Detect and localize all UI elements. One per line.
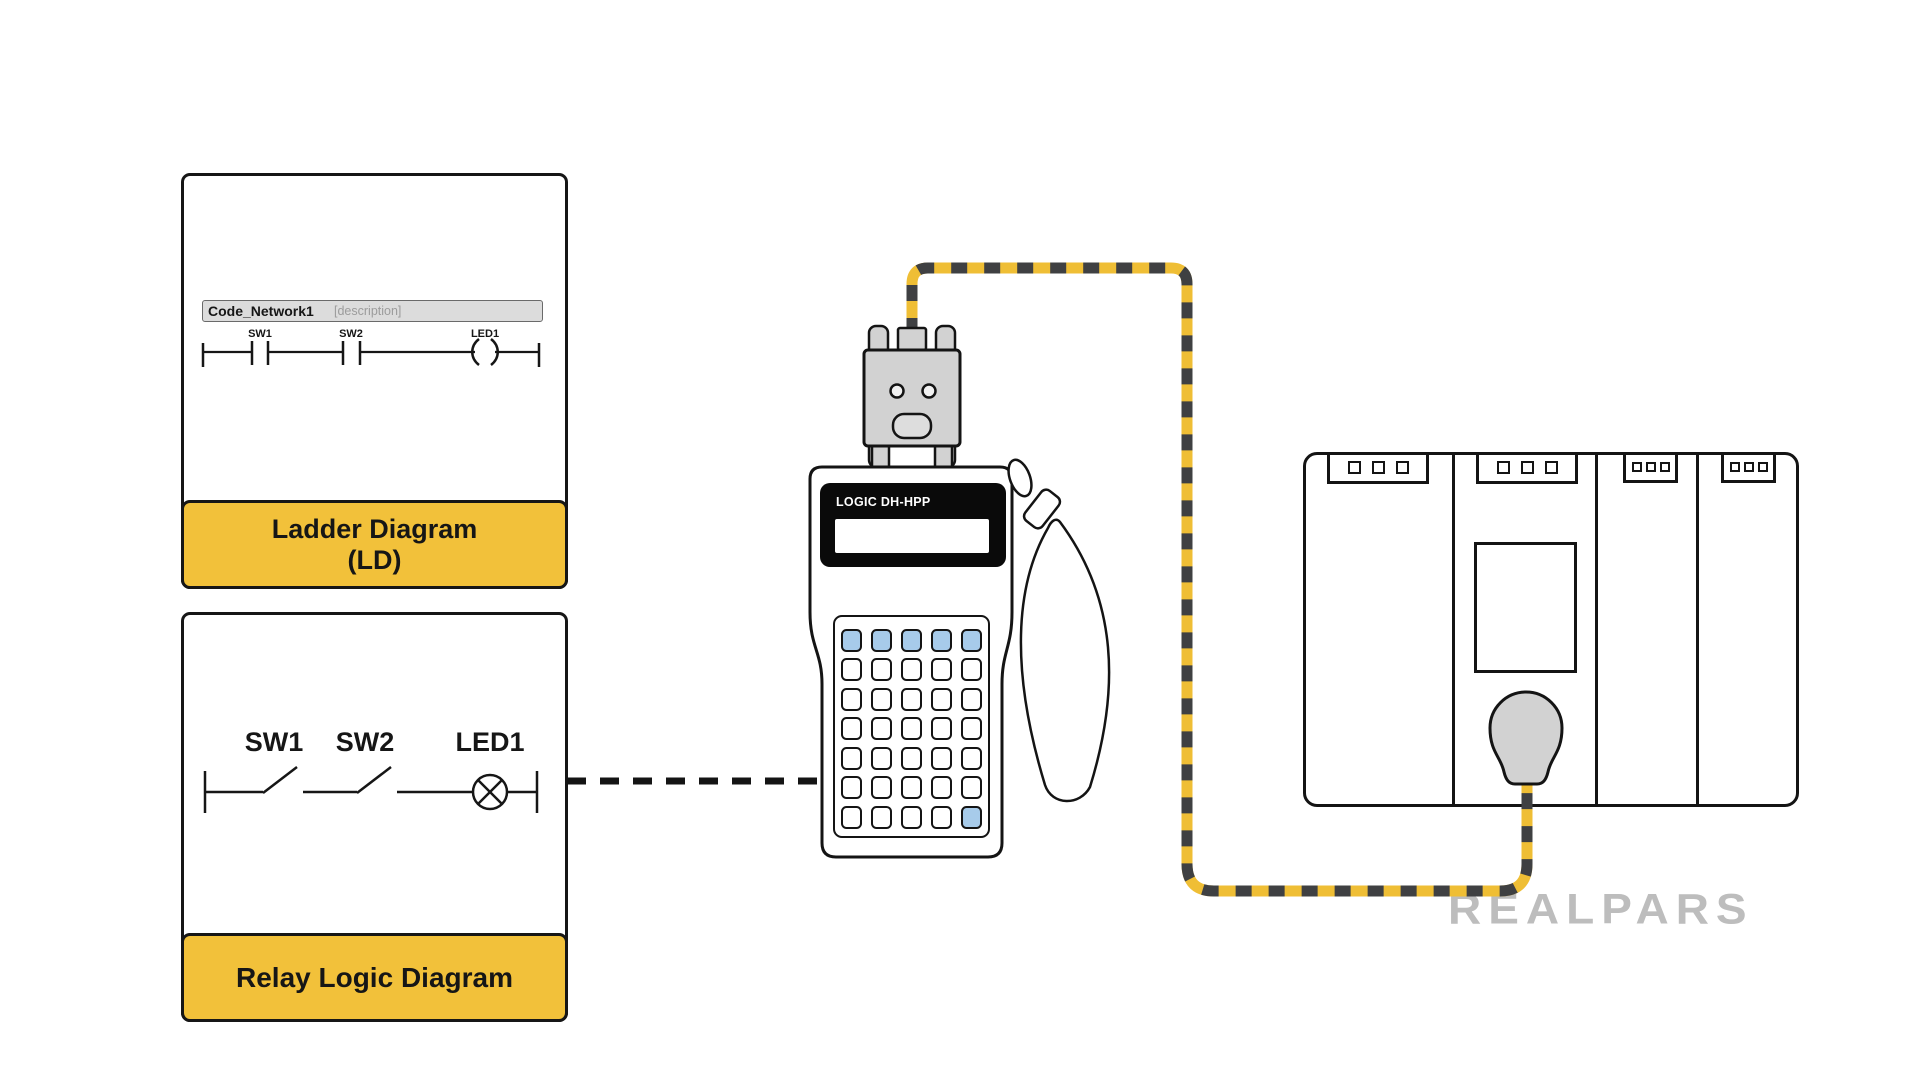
ladder-label-sw1: SW1 — [248, 328, 272, 340]
keypad-key — [930, 687, 952, 711]
keypad-key — [840, 658, 862, 681]
keypad-key — [870, 776, 892, 799]
relay-label-led1: LED1 — [455, 727, 525, 757]
plc-module-divider — [1696, 455, 1699, 804]
terminal-block-square — [1631, 462, 1642, 472]
keypad-key — [840, 805, 862, 829]
keypad-key — [900, 658, 922, 681]
connector-hole-right — [921, 383, 937, 399]
plc-module-divider — [1595, 455, 1598, 804]
keypad-key — [930, 628, 952, 652]
keypad-key — [960, 776, 982, 799]
keypad-key — [840, 746, 862, 770]
keypad-key — [900, 717, 922, 740]
ladder-coil-led1 — [471, 338, 499, 366]
plc-module3-terminal-block — [1623, 451, 1678, 483]
ladder-label-led1: LED1 — [470, 328, 500, 340]
keypad-key — [870, 805, 892, 829]
terminal-block-square — [1347, 461, 1361, 474]
terminal-block-square — [1659, 462, 1670, 472]
serial-connector — [862, 324, 962, 472]
plc-module4-terminal-block — [1721, 451, 1776, 483]
terminal-block-square — [1395, 461, 1409, 474]
relay-switch-sw1 — [262, 766, 298, 794]
keypad-key — [840, 687, 862, 711]
relay-switch-sw2 — [356, 766, 392, 794]
keypad-key — [960, 658, 982, 681]
terminal-block-square — [1544, 461, 1558, 474]
connector-hole-left — [889, 383, 905, 399]
ladder-contact-sw1 — [250, 341, 270, 365]
keypad-key — [870, 687, 892, 711]
lanyard-loop — [1019, 518, 1111, 803]
plc-cpu-door — [1474, 542, 1577, 673]
handheld-display-panel: LOGIC DH-HPP — [820, 483, 1006, 567]
plc-rack — [1303, 451, 1799, 807]
terminal-block-square — [1520, 461, 1534, 474]
network-header-bar: Code_Network1 [description] — [202, 300, 543, 322]
plc-module1-terminal-block — [1327, 451, 1429, 484]
network-name: Code_Network1 — [208, 303, 314, 319]
relay-label-sw1: SW1 — [244, 727, 304, 757]
keypad-key — [900, 776, 922, 799]
ladder-title-line1: Ladder Diagram — [271, 513, 478, 544]
handheld-lcd-screen — [835, 519, 989, 553]
terminal-block-square — [1371, 461, 1385, 474]
keypad-key — [900, 746, 922, 770]
keypad-key — [840, 776, 862, 799]
keypad-key — [840, 717, 862, 740]
plc-module-divider — [1452, 455, 1455, 804]
terminal-block-square — [1496, 461, 1510, 474]
keypad-key — [840, 628, 862, 652]
keypad-key — [870, 717, 892, 740]
ladder-panel-title: Ladder Diagram (LD) — [181, 500, 568, 589]
cable-strain-relief — [896, 326, 928, 352]
keypad-key — [870, 628, 892, 652]
keypad-key — [930, 746, 952, 770]
keypad — [833, 615, 990, 838]
relay-lamp-led1 — [471, 773, 509, 811]
keypad-key — [870, 658, 892, 681]
terminal-block-square — [1645, 462, 1656, 472]
ladder-title-line2: (LD) — [347, 544, 402, 575]
connector-screw-post-left — [867, 324, 890, 469]
ladder-contact-sw2 — [341, 341, 362, 365]
relay-logic-panel: SW1 SW2 LED1 Relay Logic Diagram — [181, 612, 568, 1022]
relay-panel-title: Relay Logic Diagram — [181, 933, 568, 1022]
relay-label-sw2: SW2 — [335, 727, 395, 757]
terminal-block-square — [1743, 462, 1754, 472]
keypad-key — [900, 805, 922, 829]
keypad-key — [870, 746, 892, 770]
network-description: [description] — [334, 304, 402, 318]
plc-module2-terminal-block — [1476, 451, 1578, 484]
handheld-display-label: LOGIC DH-HPP — [836, 495, 931, 509]
keypad-key — [960, 687, 982, 711]
keypad-key — [900, 628, 922, 652]
terminal-block-square — [1757, 462, 1768, 472]
keypad-key — [930, 805, 952, 829]
keypad-key — [960, 717, 982, 740]
relay-title-text: Relay Logic Diagram — [236, 961, 513, 993]
connector-leg-right — [933, 442, 954, 472]
connector-screw-post-right — [934, 324, 957, 469]
connector-leg-left — [870, 442, 891, 472]
connector-slot — [891, 412, 933, 440]
realpars-watermark: REALPARS — [1448, 884, 1754, 933]
ladder-label-sw2: SW2 — [339, 328, 363, 340]
lanyard-strap — [1007, 458, 1111, 803]
terminal-block-square — [1729, 462, 1740, 472]
keypad-key — [960, 746, 982, 770]
keypad-key — [930, 658, 952, 681]
keypad-key — [930, 776, 952, 799]
keypad-key — [960, 805, 982, 829]
keypad-key — [930, 717, 952, 740]
keypad-key — [900, 687, 922, 711]
ladder-diagram-panel: Code_Network1 [description] — [181, 173, 568, 589]
connector-body — [862, 348, 962, 448]
keypad-key — [960, 628, 982, 652]
lanyard-clip — [1022, 488, 1062, 530]
lanyard-anchor-loop — [1007, 458, 1033, 498]
